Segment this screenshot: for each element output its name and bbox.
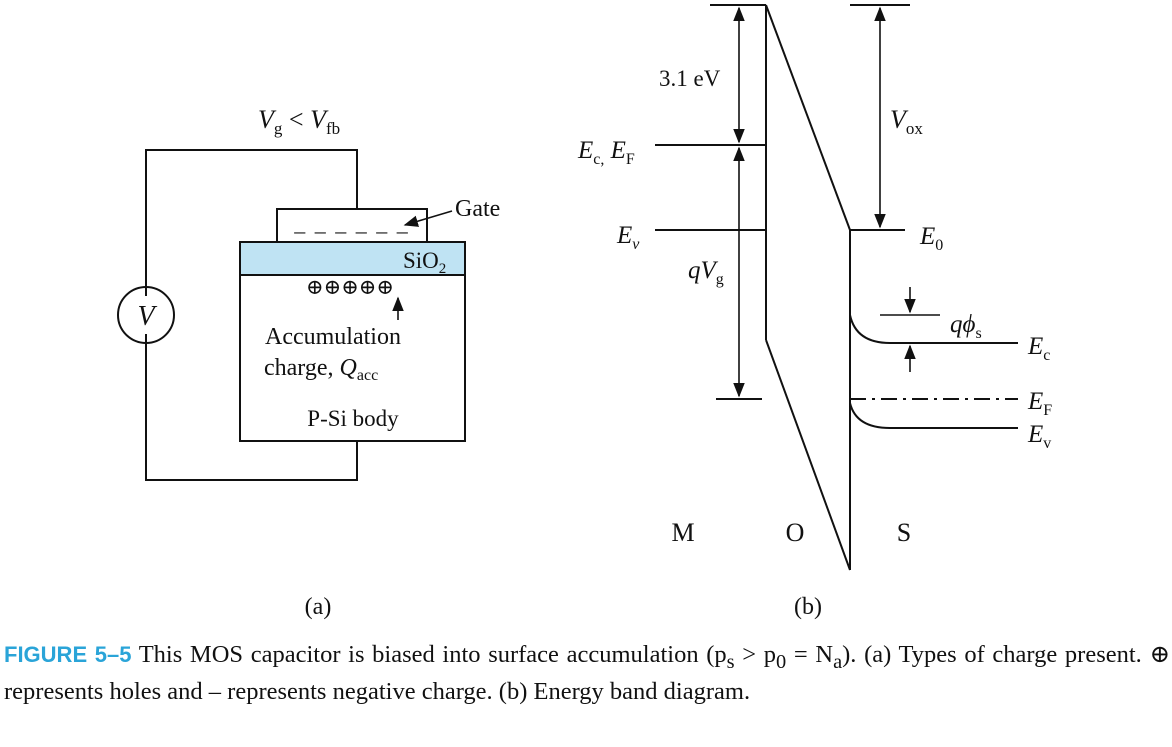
gate-negative-charge: – – – – – – — [293, 218, 410, 243]
oxide-conduction-edge — [765, 4, 851, 231]
body-label: P-Si body — [307, 406, 399, 431]
oxide-valence-edge — [765, 339, 851, 571]
voltage-source — [117, 286, 175, 344]
hole-charges: ⊕⊕⊕⊕⊕ — [306, 275, 394, 299]
silicon-body — [239, 274, 466, 442]
caption-text: > p — [734, 641, 777, 668]
surface-potential-label: qϕs — [950, 311, 982, 342]
accumulation-label-line2: charge, Qacc — [264, 355, 378, 384]
wire-bottom — [145, 334, 358, 481]
figure-number: FIGURE 5–5 — [4, 642, 132, 667]
wire-top — [145, 149, 358, 296]
metal-valence-label: Ev — [616, 222, 640, 253]
figure-caption: FIGURE 5–5 This MOS capacitor is biased … — [4, 640, 1170, 707]
valence-band-curve — [849, 402, 1018, 429]
oxide-layer — [239, 241, 466, 276]
bias-condition-label: Vg < Vfb — [258, 105, 340, 138]
caption-text: ). (a) Types of charge present. ⊕ repres… — [4, 641, 1170, 705]
valence-band-label: Ev — [1027, 421, 1051, 452]
voltage-source-label: V — [137, 301, 157, 332]
caption-text: = N — [786, 641, 834, 668]
mos-figure: Vg < Vfb V – – – – – – Gate SiO2 ⊕⊕⊕⊕⊕ A… — [117, 4, 1052, 620]
conduction-band-label: Ec — [1027, 333, 1050, 364]
gate-pointer-arrow — [403, 210, 453, 227]
gate-voltage-label: qVg — [688, 257, 724, 288]
region-metal-label: M — [671, 518, 694, 547]
caption-sub: a — [833, 650, 843, 673]
region-oxide-label: O — [786, 518, 805, 547]
panel-label-b: (b) — [794, 594, 822, 620]
caption-text: This MOS capacitor is biased into surfac… — [131, 641, 727, 668]
fermi-level-label: EF — [1027, 388, 1052, 419]
band-diagram-panel: 3.1 eV qVg Ec, EF Ev Vox E0 qϕs Ec EF Ev… — [577, 4, 1052, 571]
conduction-band-curve — [849, 314, 1018, 344]
oxide-voltage-label: Vox — [890, 105, 923, 138]
accumulation-label-line1: Accumulation — [265, 324, 401, 350]
region-semiconductor-label: S — [897, 518, 911, 547]
barrier-energy-label: 3.1 eV — [659, 66, 721, 91]
caption-sub: 0 — [776, 650, 787, 673]
caption-sub: s — [726, 650, 735, 673]
circuit-panel: Vg < Vfb V – – – – – – Gate SiO2 ⊕⊕⊕⊕⊕ A… — [117, 105, 500, 481]
metal-levels-label: Ec, EF — [577, 137, 635, 168]
panel-label-a: (a) — [305, 594, 332, 620]
gate-label: Gate — [455, 196, 500, 222]
vacuum-level-label: E0 — [919, 223, 943, 254]
